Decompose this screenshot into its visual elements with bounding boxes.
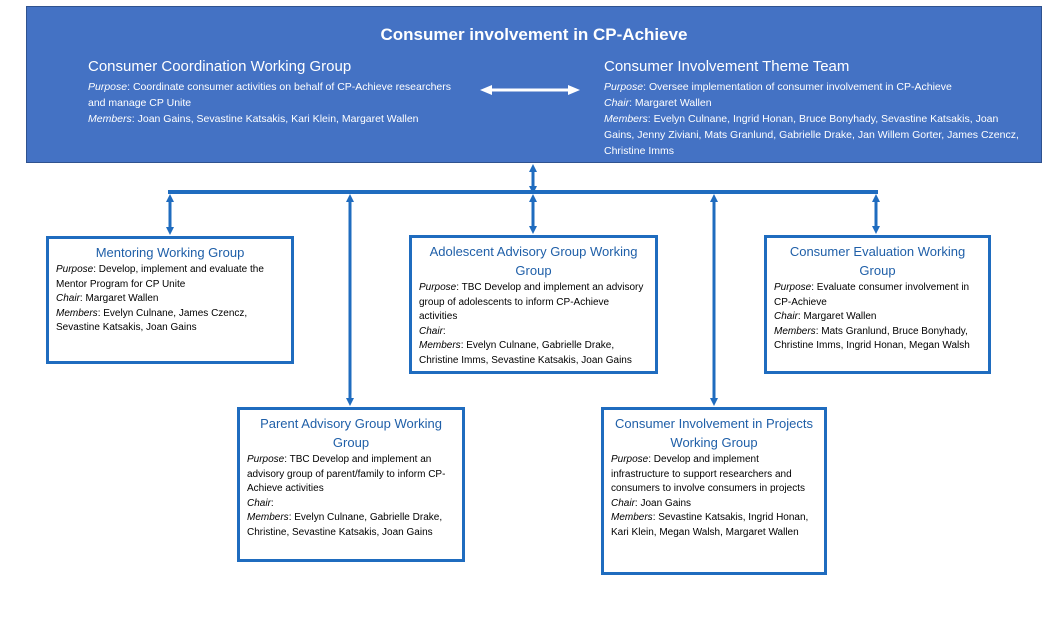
adolescent-chair: : [442,325,446,337]
members-label: Members [419,340,461,351]
theme-team-section: Consumer Involvement Theme Team Purpose:… [604,57,1024,159]
chair-label: Chair [774,311,798,322]
page-title: Consumer involvement in CP-Achieve [380,25,688,44]
members-label: Members [774,325,816,337]
parent-chair: : [270,497,274,509]
chair-label: Chair [247,497,271,509]
projects-working-group-box: Consumer Involvement in Projects Working… [601,407,827,575]
projects-members: : Sevastine Katsakis, Ingrid Honan, Kari… [611,512,809,538]
consumer-evaluation-group-box: Consumer Evaluation Working Group Purpos… [764,235,991,374]
parent-purpose: : TBC Develop and implement an advisory … [247,454,446,494]
chair-label: Chair [56,293,80,304]
projects-title: Consumer Involvement in Projects Working… [615,416,813,450]
members-label: Members [611,512,653,523]
mentoring-working-group-box: Mentoring Working Group Purpose: Develop… [46,236,294,364]
members-label: Members [56,307,98,319]
theme-team-members: : Evelyn Culnane, Ingrid Honan, Bruce Bo… [604,113,1019,157]
theme-team-chair: : Margaret Wallen [629,97,712,109]
members-label: Members [88,113,132,125]
chair-label: Chair [611,497,635,509]
bidirectional-arrow [480,85,580,95]
parent-title: Parent Advisory Group Working Group [260,416,442,450]
consumer-involvement-panel: Consumer involvement in CP-Achieve Consu… [26,6,1042,163]
purpose-label: Purpose [56,264,94,275]
evaluation-members: : Mats Granlund, Bruce Bonyhady, Christi… [774,325,970,352]
members-label: Members [604,113,648,125]
adolescent-purpose: : TBC Develop and implement an advisory … [419,282,644,322]
projects-chair: : Joan Gains [634,497,692,509]
parent-advisory-group-box: Parent Advisory Group Working Group Purp… [237,407,465,562]
coordination-group-section: Consumer Coordination Working Group Purp… [88,57,458,127]
purpose-label: Purpose [247,454,285,465]
members-label: Members [247,512,289,523]
mentoring-title: Mentoring Working Group [95,245,245,260]
adolescent-title: Adolescent Advisory Group Working Group [429,244,638,278]
mentoring-purpose: : Develop, implement and evaluate the Me… [56,264,264,290]
purpose-label: Purpose [88,81,128,93]
mentoring-chair: : Margaret Wallen [79,293,159,304]
purpose-label: Purpose [774,282,812,293]
purpose-label: Purpose [604,81,644,93]
chair-label: Chair [419,325,443,337]
coordination-purpose: : Coordinate consumer activities on beha… [88,81,452,109]
adolescent-advisory-group-box: Adolescent Advisory Group Working Group … [409,235,658,374]
theme-team-purpose: : Oversee implementation of consumer inv… [643,81,952,93]
evaluation-title: Consumer Evaluation Working Group [789,244,966,278]
purpose-label: Purpose [611,454,649,465]
purpose-label: Purpose [419,282,457,293]
adolescent-members: : Evelyn Culnane, Gabrielle Drake, Chris… [419,340,632,366]
projects-purpose: : Develop and implement infrastructure t… [611,454,805,494]
theme-team-heading: Consumer Involvement Theme Team [604,58,850,75]
mentoring-members: : Evelyn Culnane, James Czencz, Sevastin… [56,307,248,334]
chair-label: Chair [604,97,630,109]
coordination-members: : Joan Gains, Sevastine Katsakis, Kari K… [131,113,419,125]
coordination-group-heading: Consumer Coordination Working Group [88,58,352,75]
evaluation-chair: : Margaret Wallen [797,311,877,322]
parent-members: : Evelyn Culnane, Gabrielle Drake, Chris… [247,512,443,538]
evaluation-purpose: : Evaluate consumer involvement in CP-Ac… [774,282,970,308]
